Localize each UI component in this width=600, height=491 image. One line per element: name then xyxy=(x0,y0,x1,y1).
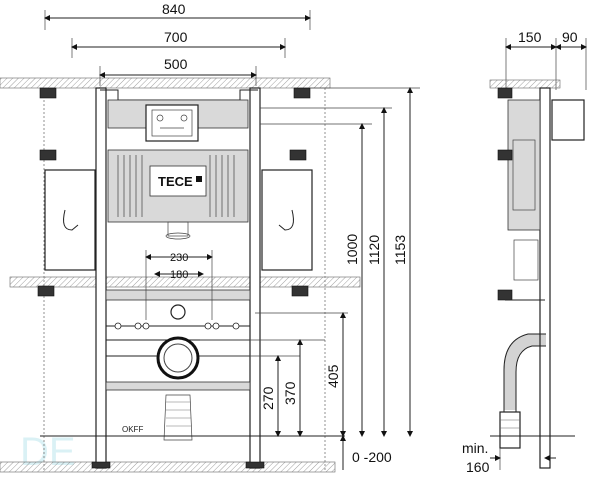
actuator-plate xyxy=(145,104,199,142)
side-view: 150 90 min. 160 xyxy=(462,29,587,475)
top-hatch-band xyxy=(0,77,331,89)
okff-label: OKFF xyxy=(122,425,143,434)
left-mounting-bracket xyxy=(44,169,96,271)
dim-1120: 1120 xyxy=(366,235,382,265)
right-top-clamp xyxy=(293,87,311,99)
dim-840: 840 xyxy=(162,1,186,17)
dim-90: 90 xyxy=(562,29,578,45)
right-upper-clamp xyxy=(289,149,307,161)
left-lower-clamp xyxy=(37,285,55,297)
side-drain-pipe xyxy=(499,411,521,449)
bottom-hatch-band xyxy=(0,461,336,473)
side-actuator-box xyxy=(551,99,585,141)
dim-700: 700 xyxy=(164,29,188,45)
dim-1000: 1000 xyxy=(344,234,360,265)
logo-mark-icon xyxy=(196,176,202,182)
front-dimensions: 840 700 500 230 180 1153 1120 1000 xyxy=(44,1,420,470)
dim-500: 500 xyxy=(164,56,188,72)
dim-270: 270 xyxy=(260,386,276,410)
lower-rail xyxy=(105,381,251,391)
min-label: min. xyxy=(462,440,488,456)
drain-pipe xyxy=(163,394,193,441)
left-frame-post xyxy=(95,87,107,469)
side-frame-post xyxy=(539,87,551,469)
left-top-clamp xyxy=(39,87,57,99)
front-view: TECE xyxy=(0,77,361,473)
min-value: 160 xyxy=(466,459,490,475)
tece-logo: TECE xyxy=(158,174,193,189)
dim-370: 370 xyxy=(282,381,298,405)
water-inlet xyxy=(170,304,186,320)
right-lower-clamp xyxy=(291,285,309,297)
dim-180: 180 xyxy=(170,269,188,281)
dim-150: 150 xyxy=(518,29,542,45)
left-upper-clamp xyxy=(39,149,57,161)
dim-405: 405 xyxy=(325,364,341,388)
right-mounting-bracket xyxy=(261,169,313,271)
middle-rail xyxy=(105,289,251,301)
dim-1153: 1153 xyxy=(392,235,408,265)
right-frame-post xyxy=(249,87,261,469)
dim-0-200: 0 -200 xyxy=(352,449,392,465)
dim-230: 230 xyxy=(170,252,188,264)
